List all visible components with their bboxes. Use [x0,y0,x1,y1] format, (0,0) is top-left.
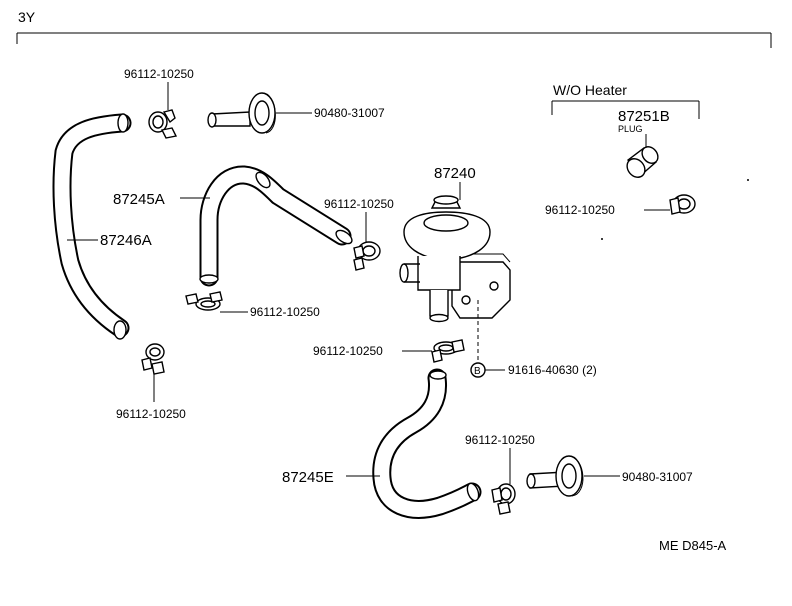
label-clamp-lower-right: 96112-10250 [465,433,535,447]
label-clamp-bottom-left: 96112-10250 [116,407,186,421]
bolt-marker-letter: B [474,366,481,377]
diagram-code: ME D845-A [659,538,727,553]
variant-label: W/O Heater [553,82,627,98]
label-clamp-mid: 96112-10250 [324,197,394,211]
header-bracket [16,32,772,48]
clamp-heater [669,194,696,215]
hose-87246a [52,113,132,340]
label-plug-number: 87251B [618,108,670,125]
label-grommet-bottom: 90480-31007 [622,470,693,484]
label-clamp-heater: 96112-10250 [545,203,615,217]
grommet-top [207,92,276,134]
clamp-left-hose [185,291,223,311]
label-87246a: 87246A [100,232,152,249]
label-clamp-valve-bottom: 96112-10250 [313,344,383,358]
hose-87245a [199,165,353,287]
label-plug-name: PLUG [618,124,643,134]
label-bolt: 91616-40630 (2) [508,363,597,377]
label-87240: 87240 [434,165,476,182]
clamp-valve-bottom [431,339,465,363]
stray-dot [747,179,749,181]
clamp-mid [353,241,381,271]
stray-dot [601,238,603,240]
label-clamp-left-hose: 96112-10250 [250,305,320,319]
label-grommet-top: 90480-31007 [314,106,385,120]
label-87245e: 87245E [282,469,334,486]
label-87245a: 87245A [113,191,165,208]
label-clamp-top: 96112-10250 [124,67,194,81]
clamp-lower-right [491,483,516,515]
grommet-bottom [526,455,584,497]
clamp-top [148,109,178,139]
clamp-bottom-left [141,343,165,375]
model-label: 3Y [18,9,36,25]
valve-87240 [399,195,511,323]
plug-87251b [626,146,659,178]
variant-bracket [551,100,700,119]
hose-87245e [372,368,482,519]
